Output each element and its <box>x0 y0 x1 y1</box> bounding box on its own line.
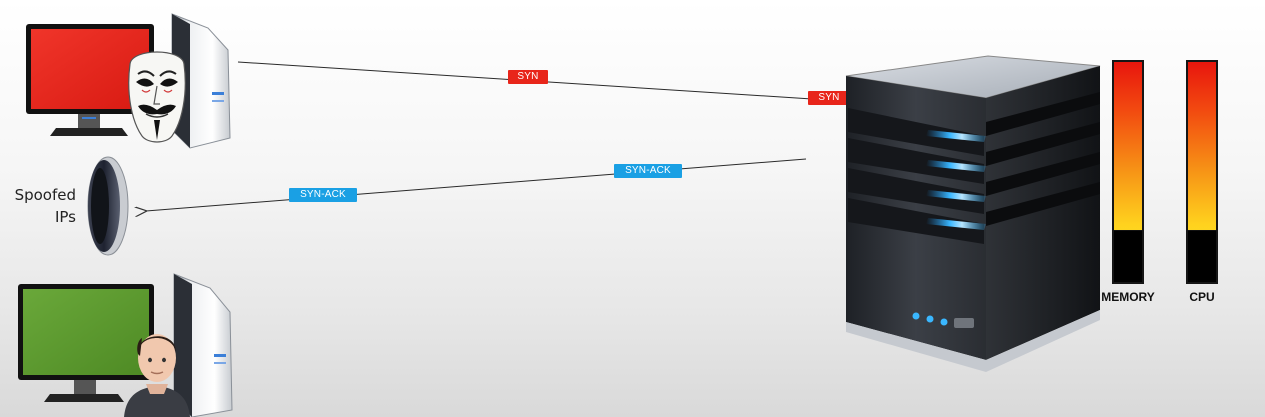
legit-user-computer-icon <box>14 270 244 417</box>
spoofed-ip-disc-icon <box>80 154 130 258</box>
memory-label: MEMORY <box>1101 290 1155 304</box>
spoofed-label-line-2: IPs <box>54 208 76 226</box>
person-icon <box>120 322 194 417</box>
memory-meter <box>1112 60 1144 284</box>
syn-ack-packet-2: SYN-ACK <box>289 188 357 202</box>
syn-packet-1: SYN <box>508 70 548 84</box>
server-tower-icon <box>838 52 1108 374</box>
memory-meter-fill <box>1114 230 1142 282</box>
syn-ack-packet-1: SYN-ACK <box>614 164 682 178</box>
anonymous-mask-icon <box>124 44 190 148</box>
spoofed-ips-label: Spoofed IPs <box>0 184 76 228</box>
cpu-meter <box>1186 60 1218 284</box>
cpu-meter-fill <box>1188 230 1216 282</box>
cpu-label: CPU <box>1189 290 1215 304</box>
spoofed-label-line-1: Spoofed <box>14 186 76 204</box>
syn-ack-line <box>146 158 807 211</box>
syn-packet-2: SYN <box>808 91 850 105</box>
